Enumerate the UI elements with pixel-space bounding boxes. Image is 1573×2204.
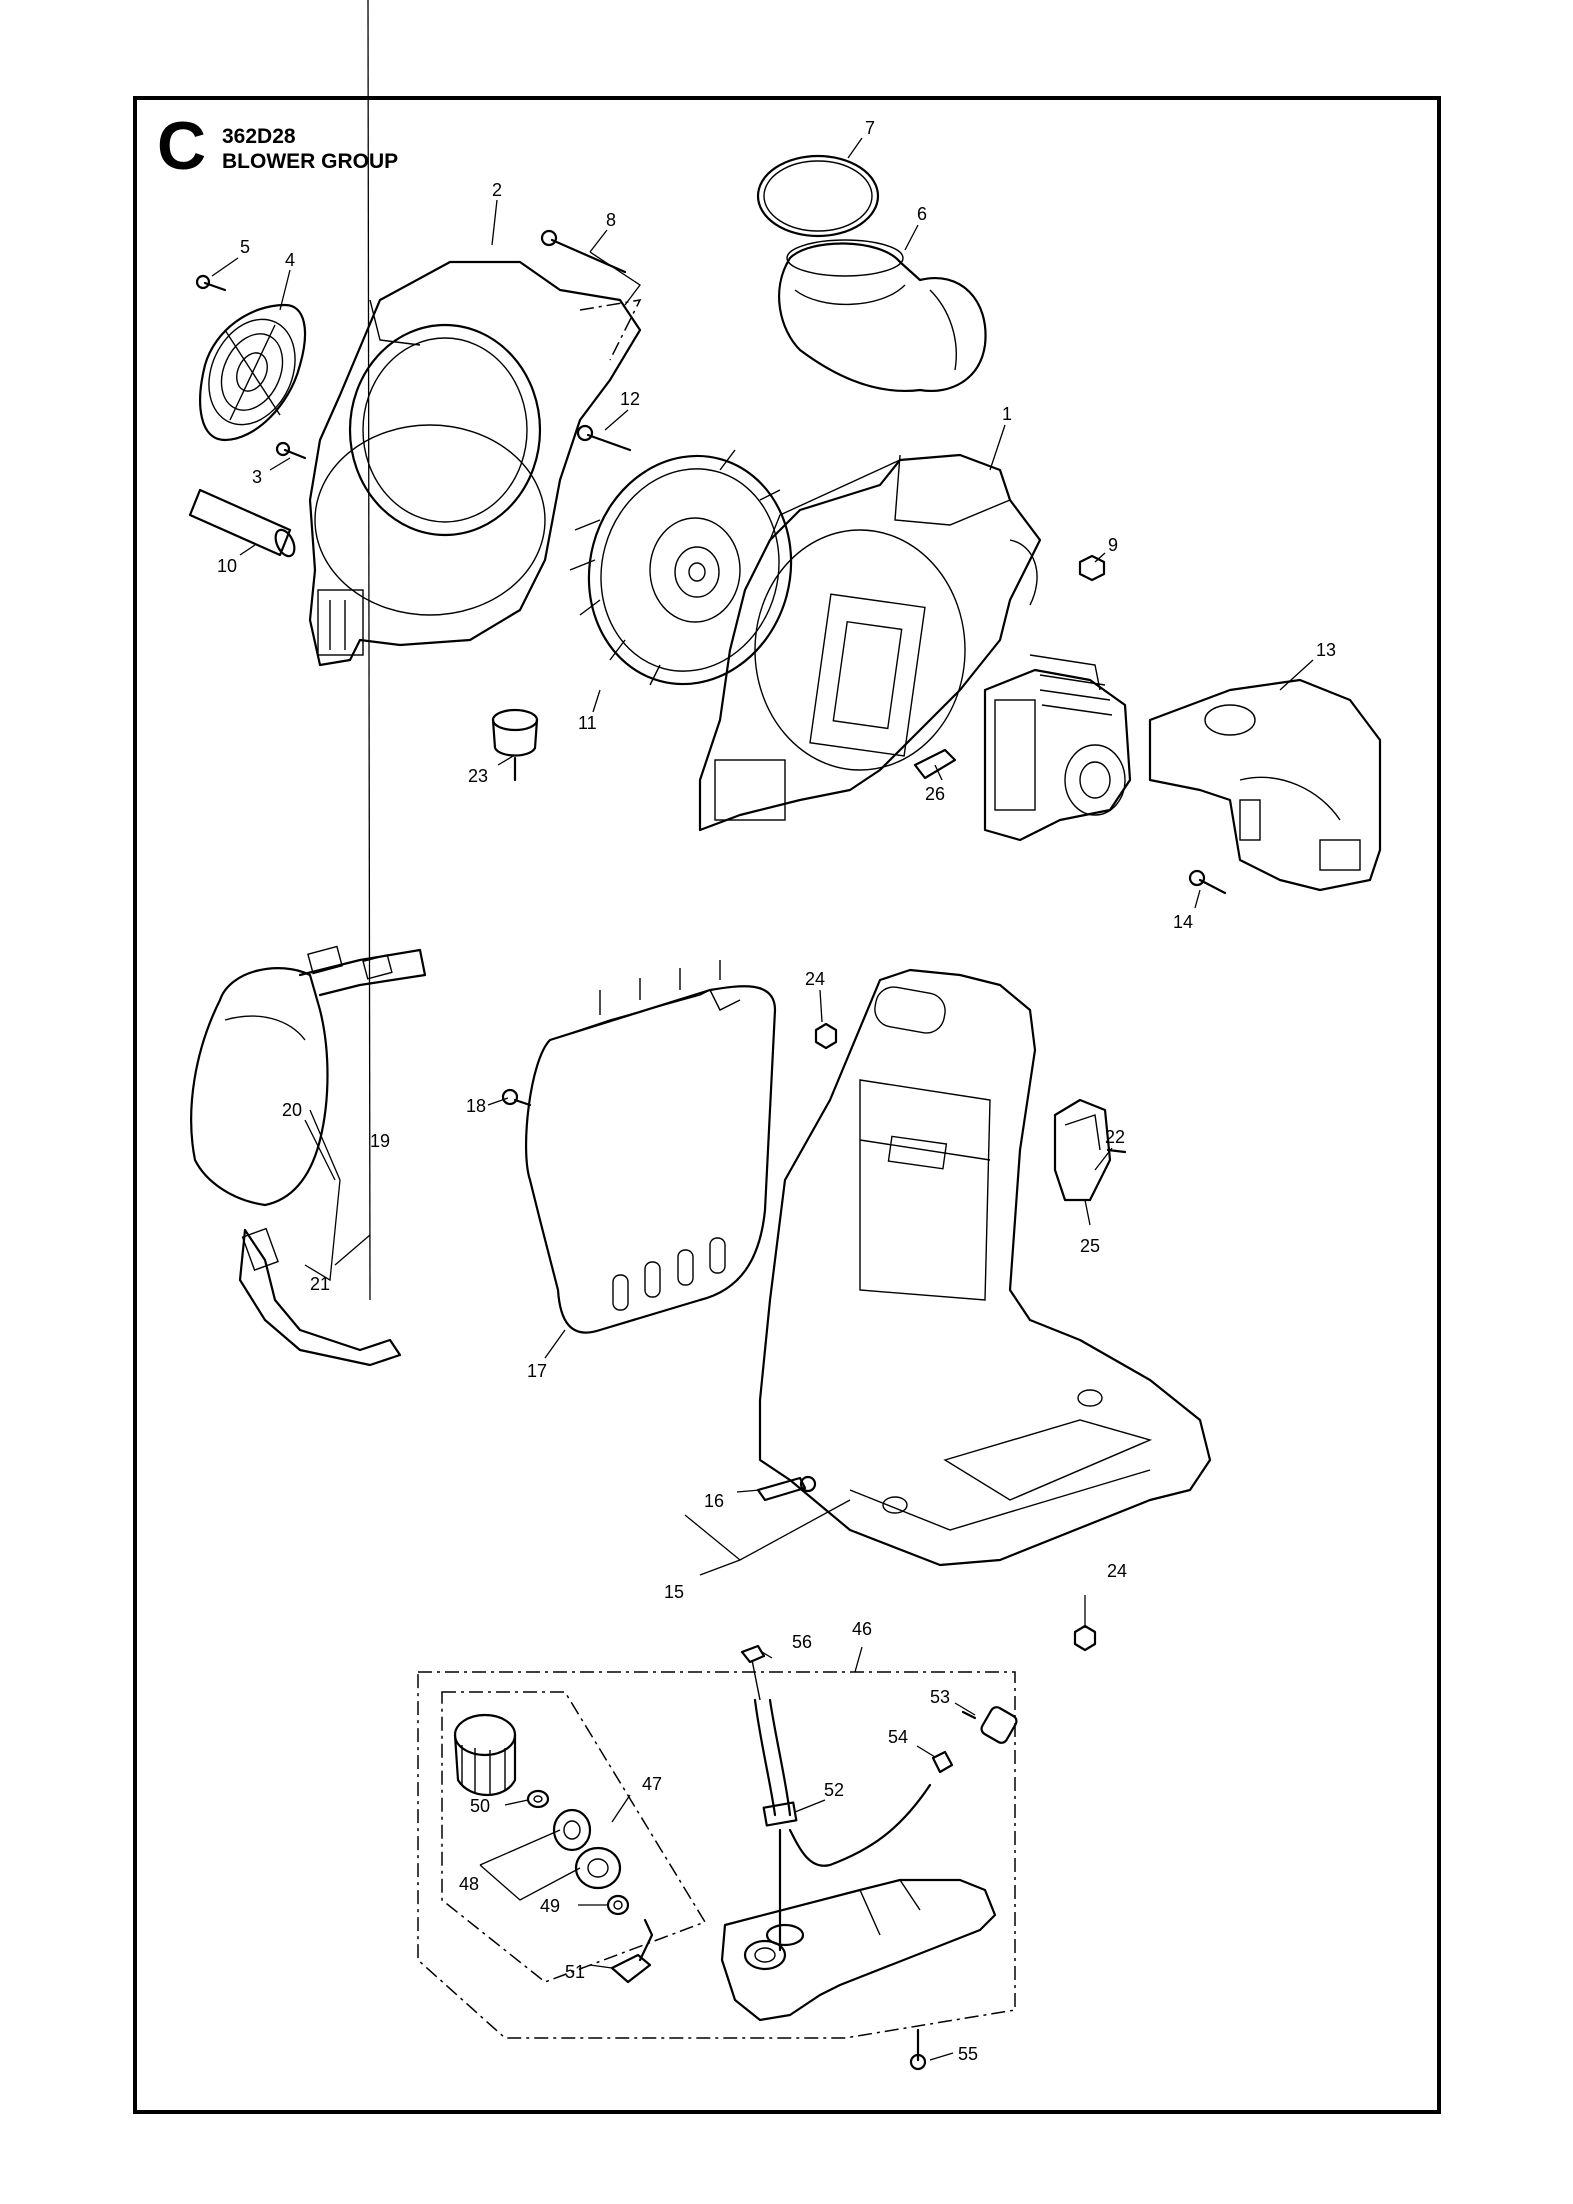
callout-20: 20	[282, 1100, 302, 1120]
part-16-pin	[756, 1475, 817, 1502]
part-26-clip	[913, 748, 957, 780]
callout-7: 7	[865, 118, 875, 138]
part-48-cap-insert	[552, 1808, 622, 1890]
diagram-frame	[133, 96, 1441, 2114]
model-code: 362D28	[222, 125, 296, 148]
callout-22: 22	[1105, 1127, 1125, 1147]
callout-11: 11	[578, 713, 597, 733]
callout-48: 48	[459, 1874, 479, 1894]
callout-24-upper: 24	[805, 969, 825, 989]
part-50-washer	[526, 1789, 550, 1809]
fuel-lines	[751, 1659, 932, 1952]
part-1-fan-housing-front	[698, 453, 1042, 832]
part-15-backpack-frame	[758, 968, 1212, 1567]
part-24-nut-upper	[814, 1022, 838, 1050]
part-6-elbow	[778, 239, 987, 392]
part-5-screw	[195, 274, 227, 292]
fuel-tank	[720, 1878, 997, 2022]
callout-53: 53	[930, 1687, 950, 1707]
group-title: BLOWER GROUP	[222, 150, 399, 173]
callout-50: 50	[470, 1796, 490, 1816]
callout-23: 23	[468, 766, 488, 786]
callout-1: 1	[1002, 404, 1012, 424]
callout-14: 14	[1173, 912, 1193, 932]
section-letter: C	[157, 108, 207, 184]
part-4-intake-grille	[199, 303, 307, 442]
callout-3: 3	[252, 467, 262, 487]
part-55-screw	[909, 2028, 927, 2071]
callout-5: 5	[240, 237, 250, 257]
callout-49: 49	[540, 1896, 560, 1916]
callout-8: 8	[606, 210, 616, 230]
callout-47: 47	[642, 1774, 662, 1794]
callout-55: 55	[958, 2044, 978, 2064]
callout-10: 10	[217, 556, 237, 576]
callout-15: 15	[664, 1582, 684, 1602]
part-56-clamp	[740, 1644, 766, 1664]
part-23-rubber-mount	[491, 708, 539, 782]
callout-54: 54	[888, 1727, 908, 1747]
part-2-fan-housing	[308, 260, 642, 667]
part-53-fuel-filter	[961, 1706, 1018, 1744]
part-12-screw	[576, 424, 632, 452]
part-9-nut	[1078, 554, 1106, 582]
leader-lines	[211, 0, 1314, 2061]
part-8-long-bolt	[540, 229, 627, 274]
part-47-tank-cap-group	[441, 1691, 707, 1983]
part-10-spacer-tube	[188, 488, 296, 558]
callout-46: 46	[852, 1619, 872, 1639]
callout-25: 25	[1080, 1236, 1100, 1256]
part-18-screw	[501, 1088, 532, 1107]
callout-16: 16	[704, 1491, 724, 1511]
fuel-cap	[453, 1713, 517, 1796]
callout-24-lower: 24	[1107, 1561, 1127, 1581]
part-49-washer	[606, 1894, 630, 1916]
callout-9: 9	[1108, 535, 1118, 555]
part-51-retainer	[610, 1918, 654, 1984]
part-24-nut-lower	[1073, 1624, 1097, 1652]
engine-unit	[983, 654, 1132, 842]
part-19-harness-strap	[190, 945, 427, 1367]
part-14-screw	[1188, 869, 1227, 895]
callout-19: 19	[370, 1131, 390, 1151]
callout-labels: 7 6 2 5 4 8 3 10 12 1 9 11 13 23 26 14 2…	[217, 118, 1336, 2064]
part-54-grommet	[931, 1750, 954, 1774]
part-13-cylinder-cover	[1148, 678, 1382, 892]
callout-52: 52	[824, 1780, 844, 1800]
callout-17: 17	[527, 1361, 547, 1381]
callout-12: 12	[620, 389, 640, 409]
part-3-screw	[275, 441, 307, 460]
callout-51: 51	[565, 1962, 585, 1982]
callout-56: 56	[792, 1632, 812, 1652]
callout-4: 4	[285, 250, 295, 270]
part-17-back-pad	[525, 960, 777, 1334]
callout-18: 18	[466, 1096, 486, 1116]
callout-6: 6	[917, 204, 927, 224]
part-46-fuel-tank-group	[417, 1671, 1016, 2039]
callout-2: 2	[492, 180, 502, 200]
part-7-o-ring	[756, 154, 880, 238]
callout-13: 13	[1316, 640, 1336, 660]
callout-26: 26	[925, 784, 945, 804]
part-22-bracket	[1053, 1098, 1127, 1202]
callout-21: 21	[310, 1274, 330, 1294]
part-11-fan-impeller	[569, 449, 793, 686]
